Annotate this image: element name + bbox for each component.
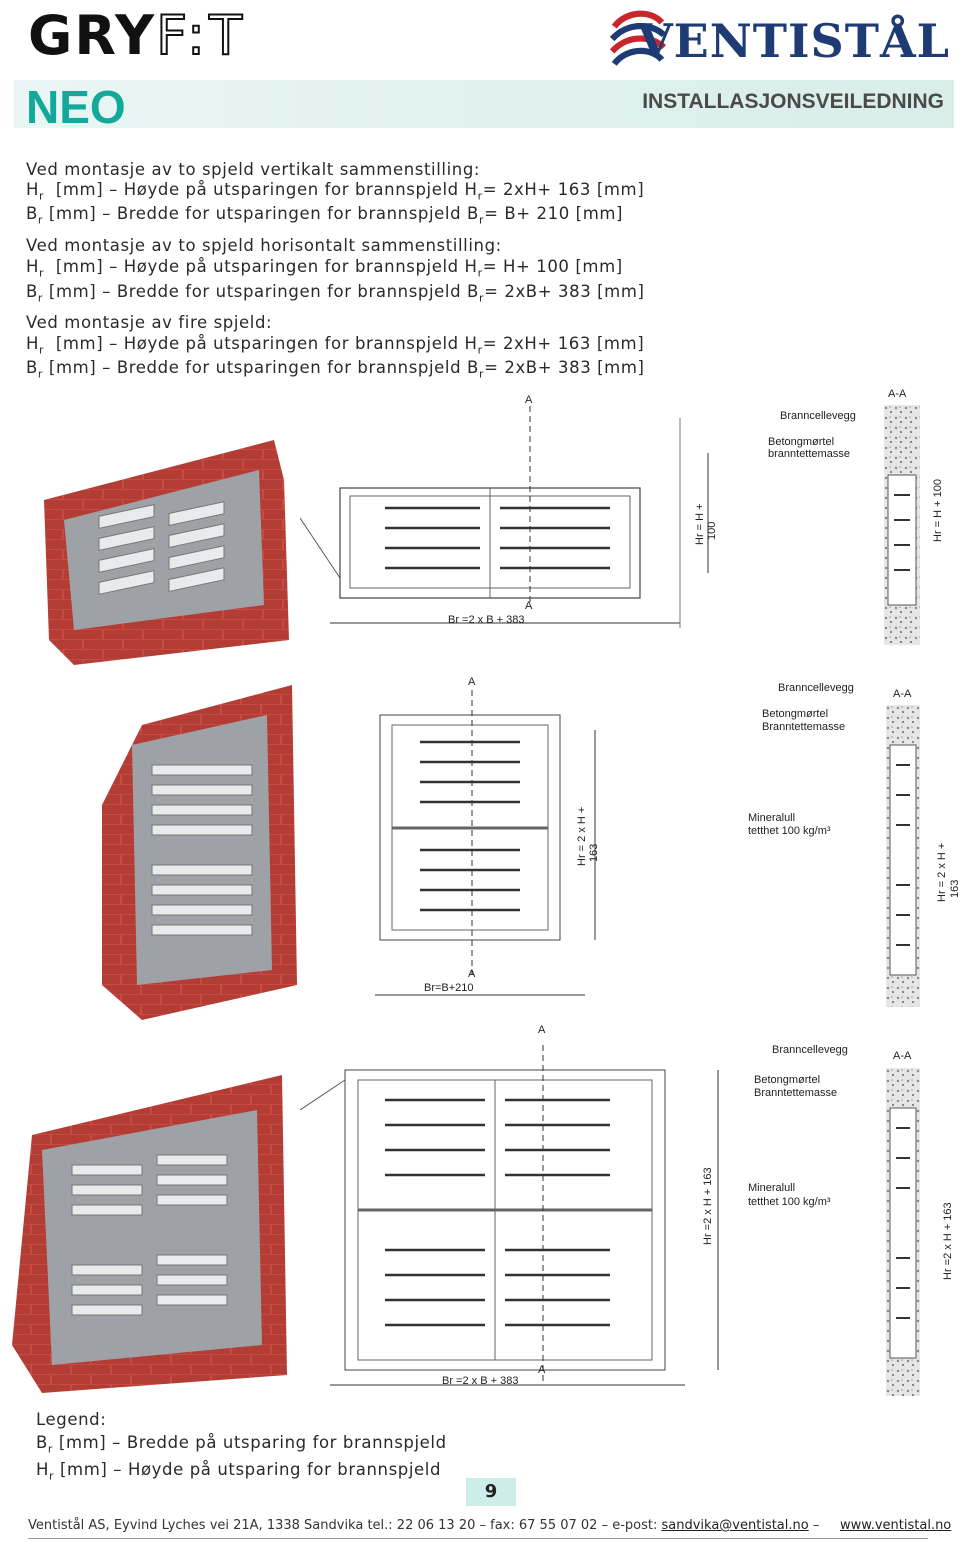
d1-mortar-label-2: branntettemasse — [768, 448, 850, 460]
d2-mortar-label-2: Branntettemasse — [762, 721, 846, 733]
d3-wall-label: Branncellevegg — [772, 1044, 848, 1056]
horizontal-title: Ved montasje av to spjeld horisontalt sa… — [26, 236, 502, 255]
footer-divider — [28, 1538, 928, 1539]
render-vertical-dampers — [102, 685, 297, 1020]
d1-height-left-2: 100 — [706, 521, 718, 540]
d3-width-label: Br =2 x B + 383 — [442, 1375, 519, 1387]
d2-section-aa: A-A — [893, 688, 912, 700]
d1-section-aa: A-A — [888, 388, 907, 400]
d2-wool-label-2: tetthet 100 kg/m³ — [748, 825, 831, 837]
four-title: Ved montasje av fire spjeld: — [26, 313, 273, 332]
footer: Ventistål AS, Eyvind Lyches vei 21A, 133… — [28, 1518, 952, 1533]
d2-width-label: Br=B+210 — [424, 982, 474, 994]
d3-section-a-top: A — [538, 1024, 546, 1036]
legend-b-line: Br [mm] – Bredde på utsparing for branns… — [36, 1433, 447, 1456]
page-number: 9 — [466, 1478, 516, 1506]
d1-height-left: Hr = H + — [694, 503, 706, 545]
d3-height-left: Hr =2 x H + 163 — [702, 1167, 714, 1245]
ventistal-logo: VENTISTÅL — [636, 14, 950, 68]
d3-wool-label-1: Mineralull — [748, 1182, 796, 1194]
d1-section-a-bottom: A — [525, 600, 533, 612]
d2-section-a-bottom: A — [468, 968, 476, 980]
horizontal-h-line: Hr [mm] – Høyde på utsparingen for brann… — [26, 257, 623, 280]
four-b-line: Br [mm] – Bredde for utsparingen for bra… — [26, 358, 645, 381]
render-horizontal-dampers — [44, 440, 289, 665]
drawing-vertical-front — [375, 690, 596, 996]
d2-height-left: Hr = 2 x H + — [576, 806, 588, 866]
product-title: NEO — [26, 81, 126, 133]
d1-wall-label: Branncellevegg — [780, 410, 856, 422]
d2-height-right: Hr = 2 x H + — [936, 842, 948, 902]
d1-section-a-top: A — [525, 394, 533, 406]
footer-web-link[interactable]: www.ventistal.no — [840, 1518, 952, 1533]
d3-section-aa: A-A — [893, 1050, 912, 1062]
title-band — [14, 80, 954, 128]
render-four-dampers — [12, 1075, 287, 1393]
d3-height-right: Hr =2 x H + 163 — [942, 1202, 954, 1280]
four-h-line: Hr [mm] – Høyde på utsparingen for brann… — [26, 334, 645, 357]
document-type: INSTALLASJONSVEILEDNING — [642, 90, 944, 113]
gryfit-logo: GRYF:T — [28, 3, 247, 68]
d1-section-view — [884, 405, 920, 645]
drawing-horizontal-front — [300, 406, 709, 628]
logo-text-gry: GRY — [28, 4, 157, 67]
ventistal-swirl-icon — [609, 10, 667, 66]
legend-title: Legend: — [36, 1410, 107, 1429]
d2-section-a-top: A — [468, 676, 476, 688]
footer-email-link[interactable]: sandvika@ventistal.no — [661, 1518, 809, 1533]
d3-wool-label-2: tetthet 100 kg/m³ — [748, 1196, 831, 1208]
d3-mortar-label-2: Branntettemasse — [754, 1087, 838, 1099]
d2-section-view — [886, 705, 920, 1007]
d1-width-label: Br =2 x B + 383 — [448, 614, 525, 626]
vertical-h-line: Hr [mm] – Høyde på utsparingen for brann… — [26, 180, 645, 203]
d3-mortar-label-1: Betongmørtel — [754, 1074, 821, 1086]
vertical-b-line: Br [mm] – Bredde for utsparingen for bra… — [26, 204, 624, 227]
d2-height-right-2: 163 — [949, 879, 960, 898]
logo-text-fit: F:T — [155, 3, 247, 68]
d2-wall-label: Branncellevegg — [778, 682, 854, 694]
d3-section-view — [886, 1068, 920, 1396]
d1-mortar-label-1: Betongmørtel — [768, 436, 835, 448]
d2-wool-label-1: Mineralull — [748, 812, 796, 824]
d1-height-right: Hr = H + 100 — [932, 479, 944, 542]
vertical-title: Ved montasje av to spjeld vertikalt samm… — [26, 160, 481, 179]
legend-h-line: Hr [mm] – Høyde på utsparing for brannsp… — [36, 1460, 442, 1483]
d3-section-a-bottom: A — [538, 1364, 546, 1376]
footer-company: Ventistål AS, Eyvind Lyches vei 21A, 133… — [28, 1518, 662, 1533]
horizontal-b-line: Br [mm] – Bredde for utsparingen for bra… — [26, 282, 645, 305]
drawing-four-front — [300, 1045, 719, 1386]
d2-mortar-label-1: Betongmørtel — [762, 708, 829, 720]
d2-height-left-2: 163 — [588, 843, 600, 862]
